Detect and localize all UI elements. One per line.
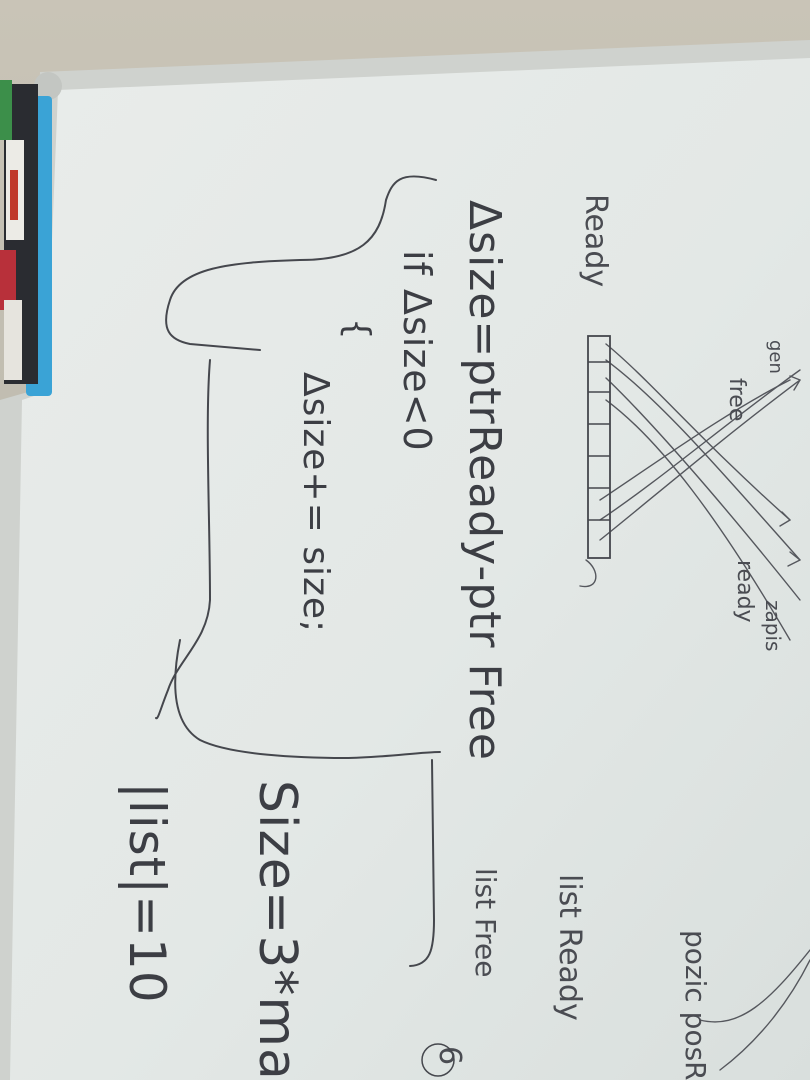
marker-tray	[0, 80, 52, 396]
label-list-free: list Free	[469, 868, 502, 977]
red-marker	[10, 170, 18, 220]
bracket-right	[409, 759, 435, 967]
line-list: |list|=10	[118, 782, 176, 1004]
line-brace-open: {	[337, 318, 377, 341]
brace-lower	[174, 639, 441, 759]
diagram-label-free: free	[724, 378, 749, 421]
frame-corner	[34, 72, 62, 100]
array-cells	[587, 335, 611, 559]
label-pozic: pozic posR	[679, 930, 712, 1080]
right-scribble	[699, 949, 810, 1071]
label-list-ready: list Ready	[552, 874, 587, 1021]
label-circled-six: 6	[432, 1046, 467, 1065]
crossing-arrows	[579, 343, 801, 641]
red-marker-cap	[0, 250, 16, 310]
board-surface	[10, 58, 810, 1080]
circle-mark	[421, 1043, 455, 1077]
big-brace-curve	[155, 175, 437, 720]
diagram-label-gen: gen	[765, 340, 786, 374]
white-marker-2	[4, 300, 22, 380]
diagram-label-ready: ready	[732, 560, 757, 623]
diagram-label-zapis: zapis	[761, 600, 785, 651]
line-delta-add: Δsize+= size;	[295, 372, 336, 633]
handwriting: Δsize=ptrReady-ptr Free if Δsize<0 { Δsi…	[118, 194, 786, 1080]
line-if: if Δsize<0	[395, 250, 439, 452]
green-marker	[0, 80, 12, 140]
line-size: Size=3*ma	[247, 780, 307, 1080]
line-delta-size: Δsize=ptrReady-ptr Free	[459, 200, 510, 761]
label-ready-left: Ready	[578, 194, 613, 287]
